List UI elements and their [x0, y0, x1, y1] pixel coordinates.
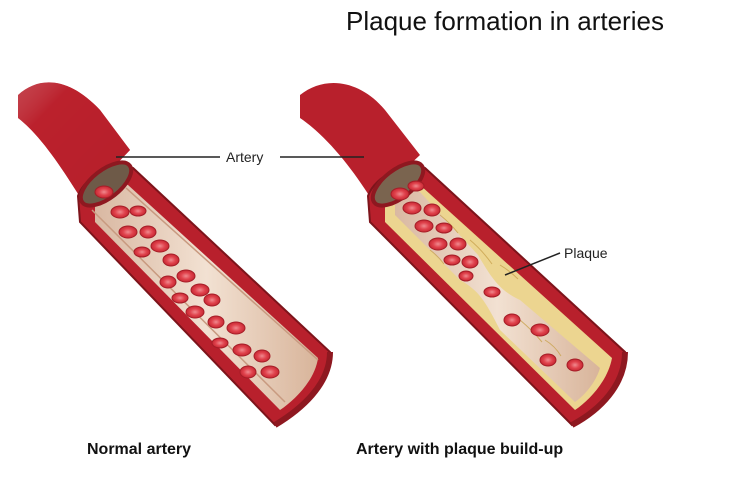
plaque-artery-caption: Artery with plaque build-up	[356, 441, 563, 459]
normal-artery	[18, 82, 330, 425]
normal-artery-caption: Normal artery	[87, 441, 191, 459]
plaque-label: Plaque	[564, 245, 608, 261]
artery-label: Artery	[226, 149, 263, 165]
